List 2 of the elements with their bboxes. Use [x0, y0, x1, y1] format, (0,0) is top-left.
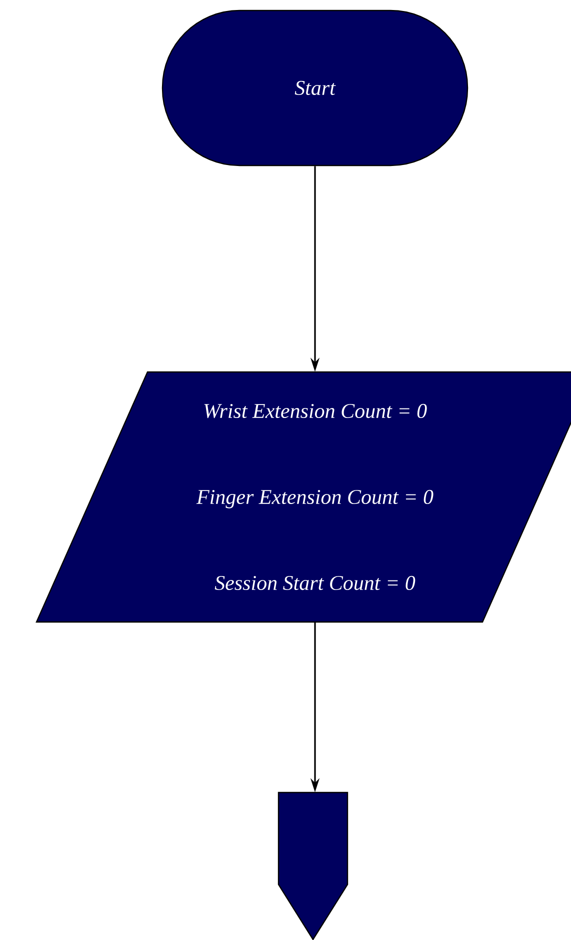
off-page-connector [278, 792, 348, 940]
input-parallelogram: Wrist Extension Count = 0 Finger Extension Count = 0 Session Start Count = 0 [36, 371, 571, 623]
